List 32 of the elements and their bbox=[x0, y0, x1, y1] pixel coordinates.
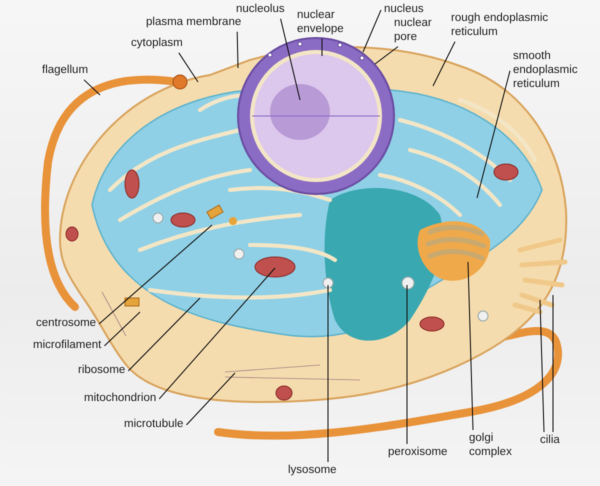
leader-line bbox=[552, 294, 554, 432]
leader-line bbox=[178, 52, 198, 82]
part-label: plasma membrane bbox=[146, 16, 242, 30]
part-label: golgi complex bbox=[469, 432, 521, 460]
part-label: nucleolus bbox=[236, 3, 285, 17]
part-label: mitochondrion bbox=[84, 392, 156, 406]
leader-line bbox=[362, 9, 382, 52]
leader-line bbox=[406, 284, 408, 444]
part-label: microtubule bbox=[124, 418, 184, 432]
leader-line bbox=[468, 262, 474, 430]
part-label: microfilament bbox=[33, 339, 102, 353]
leader-line bbox=[84, 79, 100, 96]
leader-line bbox=[186, 372, 236, 426]
leader-line bbox=[280, 18, 300, 100]
leader-line bbox=[128, 298, 200, 372]
part-label: ribosome bbox=[78, 364, 126, 378]
part-label: rough endoplasmic reticulum bbox=[451, 12, 559, 40]
leader-line bbox=[432, 41, 456, 86]
part-label: lysosome bbox=[288, 464, 337, 478]
part-label: nuclear pore bbox=[394, 17, 442, 45]
part-label: smooth endoplasmic reticulum bbox=[513, 50, 583, 92]
part-label: nucleus bbox=[384, 3, 424, 17]
part-label: cytoplasm bbox=[131, 37, 183, 51]
leader-line bbox=[98, 224, 212, 324]
part-label: flagellum bbox=[42, 64, 88, 78]
part-label: centrosome bbox=[36, 317, 96, 331]
part-label: cilia bbox=[540, 434, 560, 448]
part-label: peroxisome bbox=[388, 446, 448, 460]
leader-line bbox=[236, 31, 238, 68]
leader-line bbox=[540, 300, 544, 432]
leader-line bbox=[476, 70, 510, 198]
part-label: nuclear envelope bbox=[297, 9, 347, 37]
